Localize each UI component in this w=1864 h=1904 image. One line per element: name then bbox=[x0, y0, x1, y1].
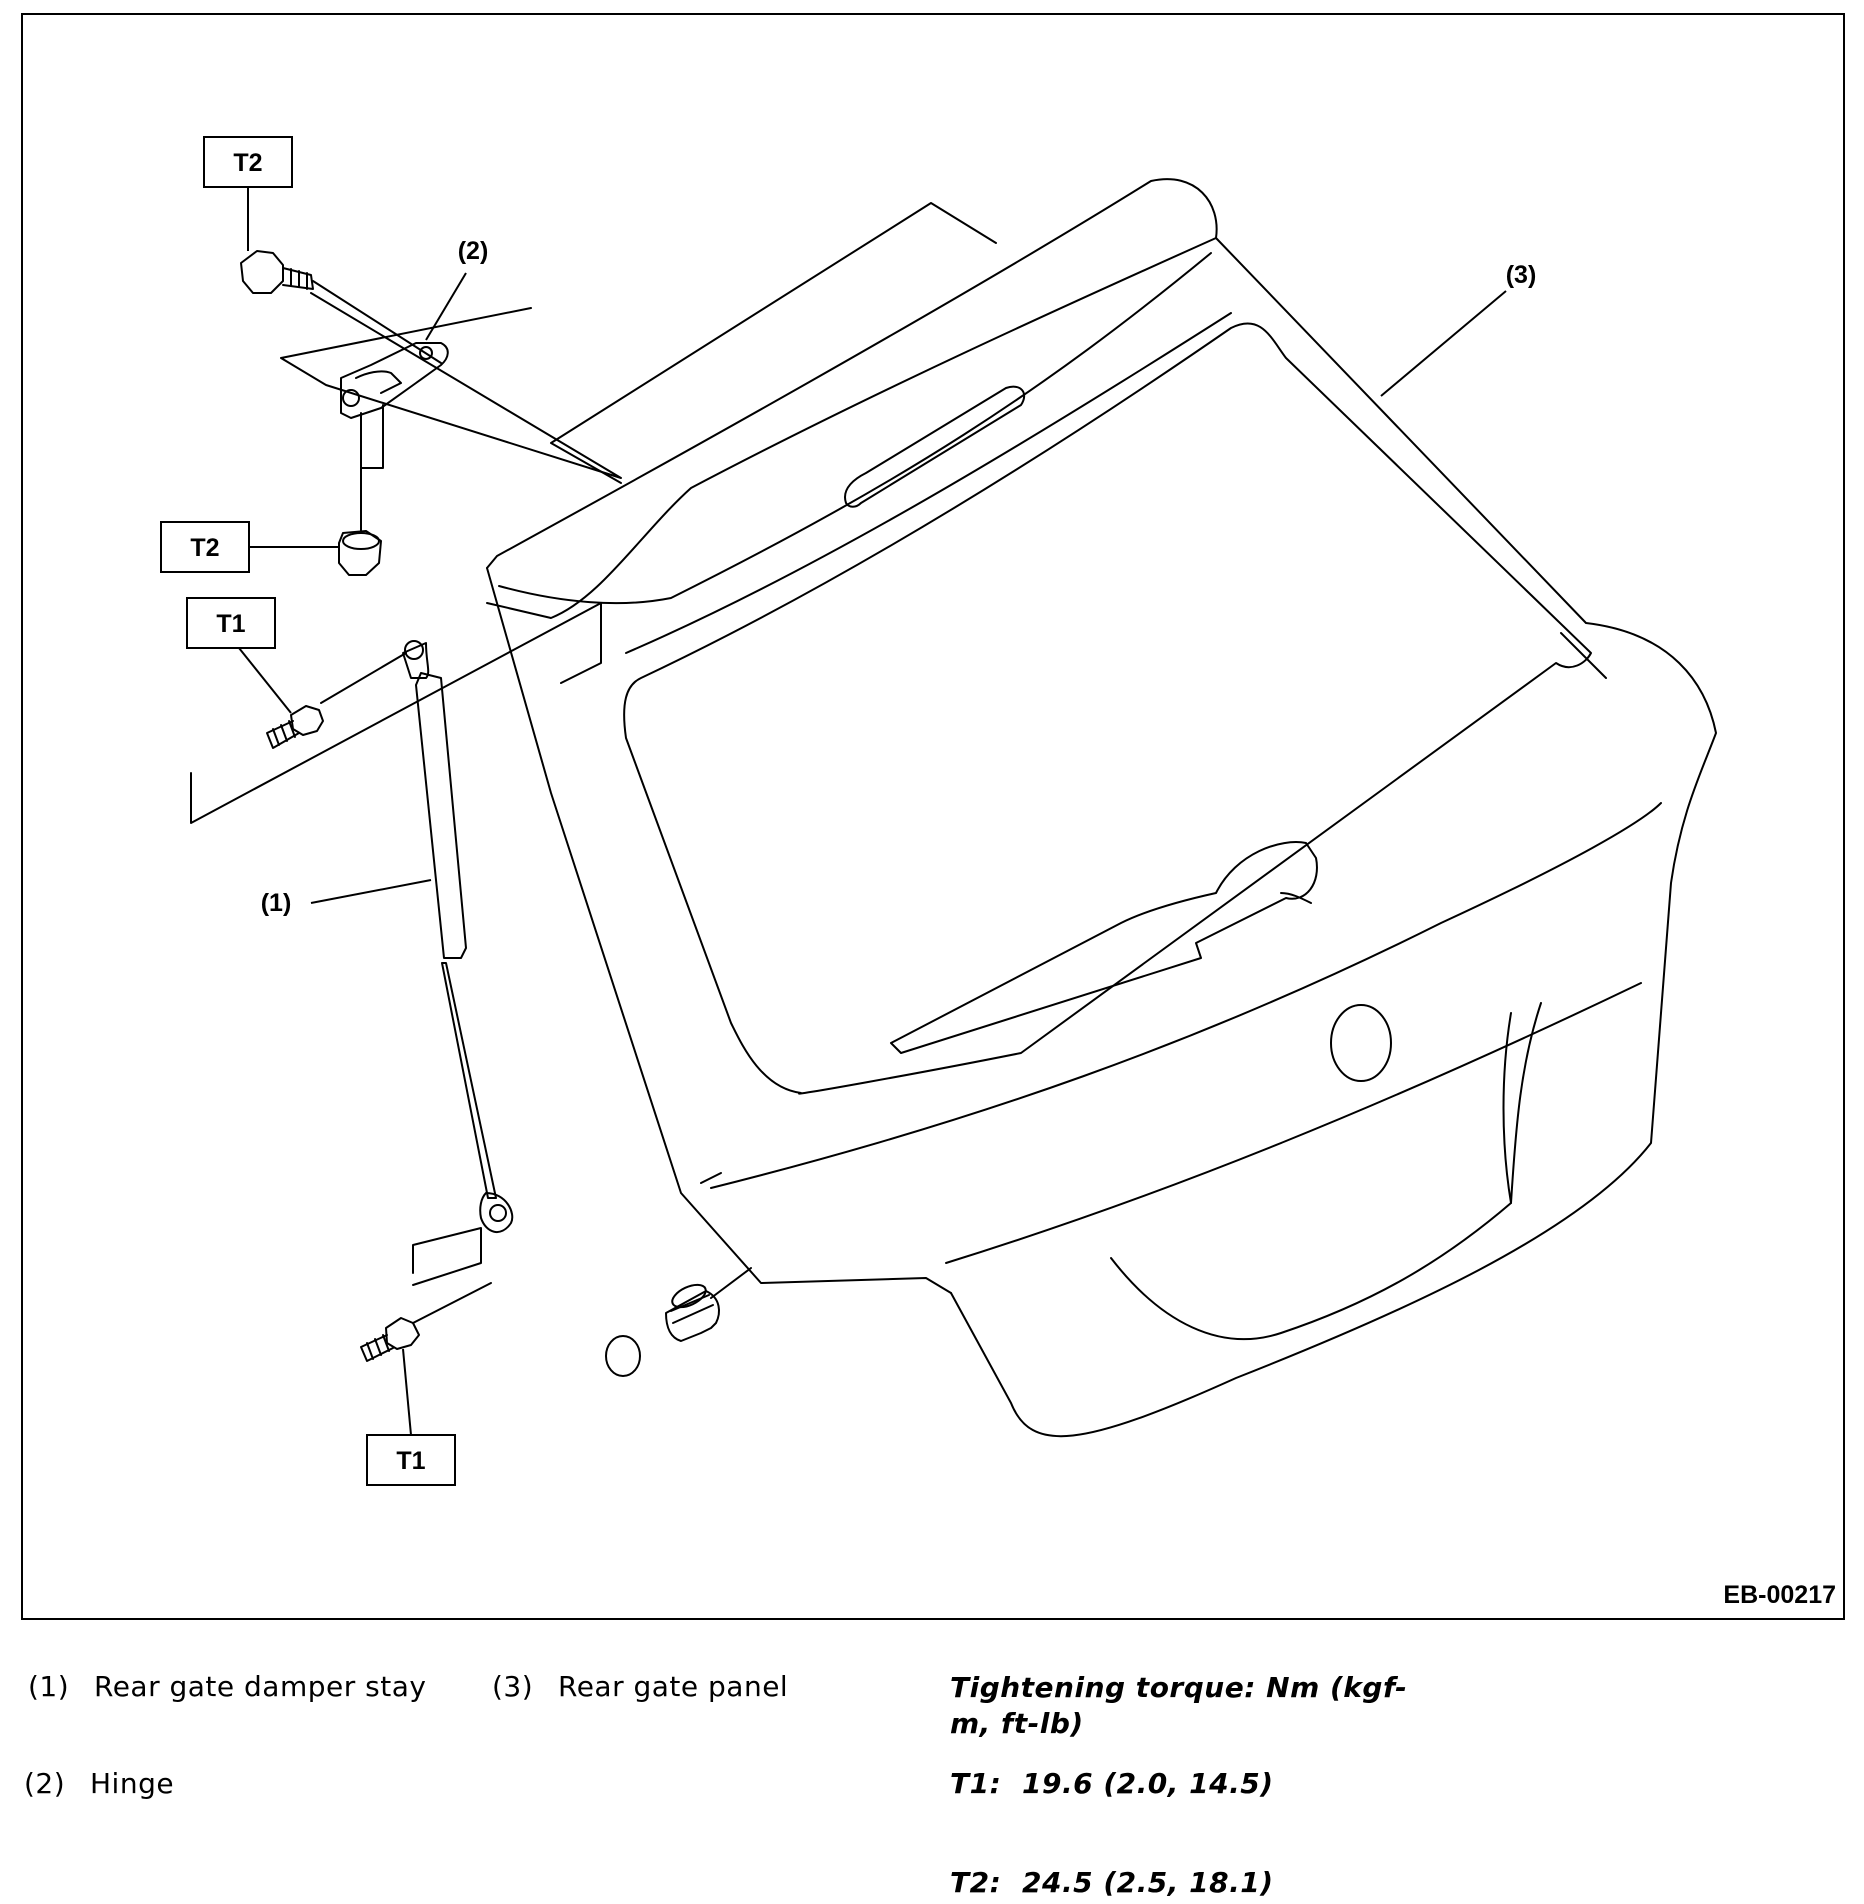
torque-tag-t1-upper: T1 bbox=[186, 597, 292, 714]
legend-label: Rear gate panel bbox=[558, 1670, 789, 1703]
hinge bbox=[340, 342, 449, 469]
emblem bbox=[1330, 1004, 1392, 1082]
rear-window-glass bbox=[623, 322, 1592, 1095]
torque-tag-t1-lower: T1 bbox=[366, 1348, 456, 1486]
bumper-stopper bbox=[605, 1267, 752, 1377]
torque-title: Tightening torque: Nm (kgf-m, ft-lb) bbox=[950, 1671, 1408, 1740]
cap-plug bbox=[605, 1335, 641, 1377]
diagram-code: EB-00217 bbox=[1723, 1581, 1836, 1609]
hinge-nut bbox=[338, 467, 382, 576]
svg-text:(3): (3) bbox=[1506, 261, 1537, 289]
legend-number: (2) bbox=[24, 1767, 66, 1800]
exploded-view-diagram: T2 T2 T1 T1 (2) (3) (1) EB-00217 bbox=[21, 13, 1845, 1620]
damper-upper-bolt bbox=[266, 705, 324, 749]
callout-part-3: (3) bbox=[1380, 261, 1537, 397]
rear-gate-panel bbox=[486, 178, 1717, 1438]
rear-wiper-arm bbox=[890, 841, 1318, 1054]
torque-tag-t2-bolt: T2 bbox=[203, 136, 293, 251]
rear-gate-damper-stay bbox=[320, 640, 514, 1233]
callout-part-1: (1) bbox=[261, 879, 432, 917]
legend-item-hinge: (2) Hinge bbox=[24, 1767, 174, 1800]
torque-row-t1: T1: 19.6 (2.0, 14.5) bbox=[950, 1767, 1274, 1800]
torque-value: 19.6 (2.0, 14.5) bbox=[1022, 1767, 1274, 1800]
svg-text:T1: T1 bbox=[216, 610, 245, 638]
torque-key: T1: bbox=[950, 1767, 1002, 1800]
legend-label: Hinge bbox=[90, 1767, 175, 1800]
torque-key: T2: bbox=[950, 1866, 1002, 1899]
svg-text:(1): (1) bbox=[261, 889, 292, 917]
torque-row-t2: T2: 24.5 (2.5, 18.1) bbox=[950, 1866, 1274, 1899]
damper-lower-bolt bbox=[360, 1282, 492, 1362]
torque-value: 24.5 (2.5, 18.1) bbox=[1022, 1866, 1274, 1899]
legend-item-damper-stay: (1) Rear gate damper stay bbox=[28, 1670, 426, 1703]
high-mount-stop-lamp bbox=[844, 385, 1026, 508]
legend-item-gate-panel: (3) Rear gate panel bbox=[492, 1670, 788, 1703]
svg-text:(2): (2) bbox=[458, 237, 489, 265]
svg-text:T2: T2 bbox=[190, 534, 219, 562]
callout-part-2: (2) bbox=[425, 237, 489, 341]
torque-tag-t2-nut: T2 bbox=[160, 521, 339, 573]
svg-text:T2: T2 bbox=[233, 149, 262, 177]
legend-number: (3) bbox=[492, 1670, 534, 1703]
svg-text:T1: T1 bbox=[396, 1447, 425, 1475]
legend-label: Rear gate damper stay bbox=[94, 1670, 427, 1703]
hinge-bolt bbox=[240, 250, 442, 364]
legend-number: (1) bbox=[28, 1670, 70, 1703]
